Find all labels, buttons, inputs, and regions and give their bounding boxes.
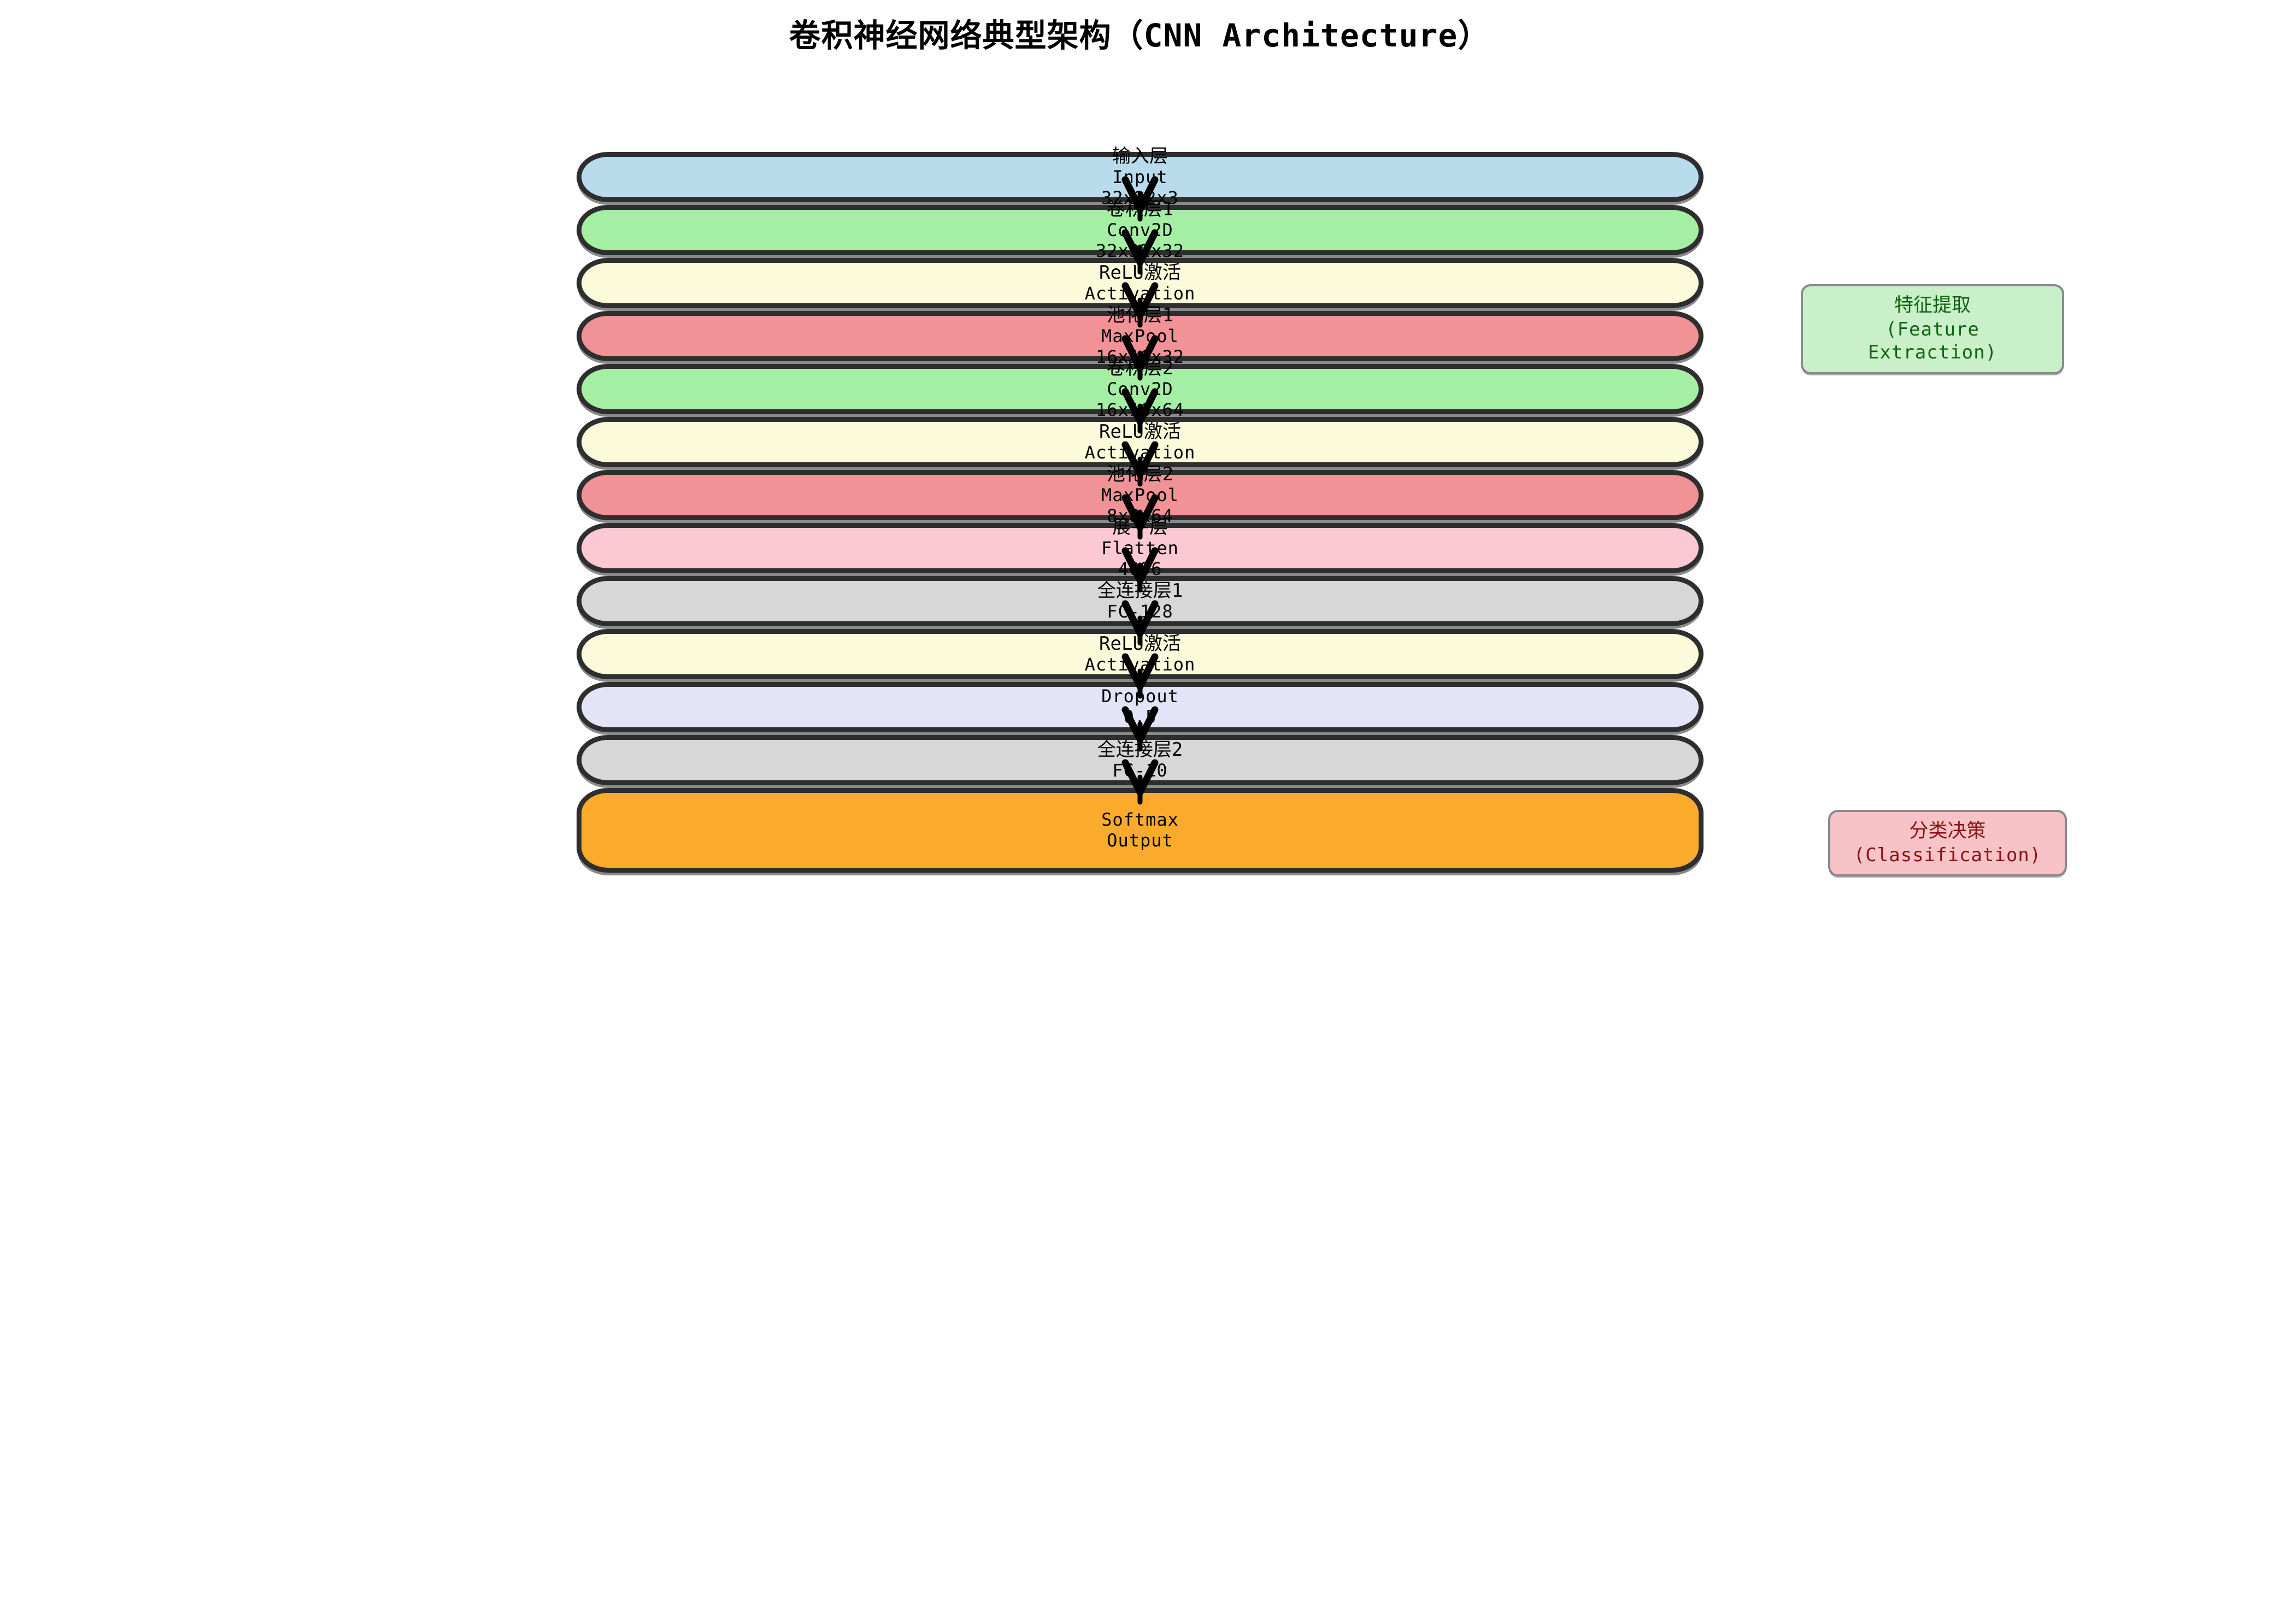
cnn-layer-12-shape: Output xyxy=(1107,829,1173,851)
cnn-layer-0-name-en: Input xyxy=(1112,167,1168,188)
cnn-layer-8-name-en: FC-128 xyxy=(1107,601,1173,622)
side-badge-classification-en: (Classification) xyxy=(1853,844,2042,866)
cnn-layer-5-name-cn: ReLU激活 xyxy=(1099,421,1181,443)
cnn-layer-4-name-en: Conv2D xyxy=(1107,379,1173,400)
page-title: 卷积神经网络典型架构（CNN Architecture） xyxy=(789,17,1490,54)
cnn-layer-5-name-en: Activation xyxy=(1084,442,1196,463)
cnn-layer-11-name-cn: 全连接层2 xyxy=(1097,739,1183,761)
cnn-layer-3-name-en: MaxPool xyxy=(1101,326,1179,347)
cnn-layer-6-name-en: MaxPool xyxy=(1101,485,1179,506)
side-badge-feature-extraction-cn: 特征提取 xyxy=(1894,295,1971,316)
cnn-layer-10-shape: 0.5 xyxy=(1123,707,1157,727)
cnn-layer-11-name-en: FC-10 xyxy=(1112,760,1168,781)
side-badge-feature-extraction-en: (Feature Extraction) xyxy=(1867,318,1998,364)
cnn-layer-9-name-cn: ReLU激活 xyxy=(1099,633,1181,655)
cnn-layer-9-name-en: Activation xyxy=(1084,654,1196,675)
cnn-layer-12-name-en: Softmax xyxy=(1101,809,1179,830)
side-badge-feature-extraction: 特征提取 (Feature Extraction) xyxy=(1801,284,2064,374)
cnn-layer-7-name-en: Flatten xyxy=(1101,538,1179,559)
side-badge-classification: 分类决策 (Classification) xyxy=(1828,810,2067,877)
cnn-layer-10-name-en: Dropout xyxy=(1101,686,1179,707)
cnn-layer-1-name-en: Conv2D xyxy=(1107,220,1173,241)
side-badge-classification-cn: 分类决策 xyxy=(1909,820,1986,842)
cnn-layer-8-name-cn: 全连接层1 xyxy=(1097,580,1183,602)
cnn-layer-2-name-en: Activation xyxy=(1084,283,1196,304)
cnn-layer-0-name-cn: 输入层 xyxy=(1112,145,1168,168)
cnn-layer-2-name-cn: ReLU激活 xyxy=(1099,262,1181,284)
